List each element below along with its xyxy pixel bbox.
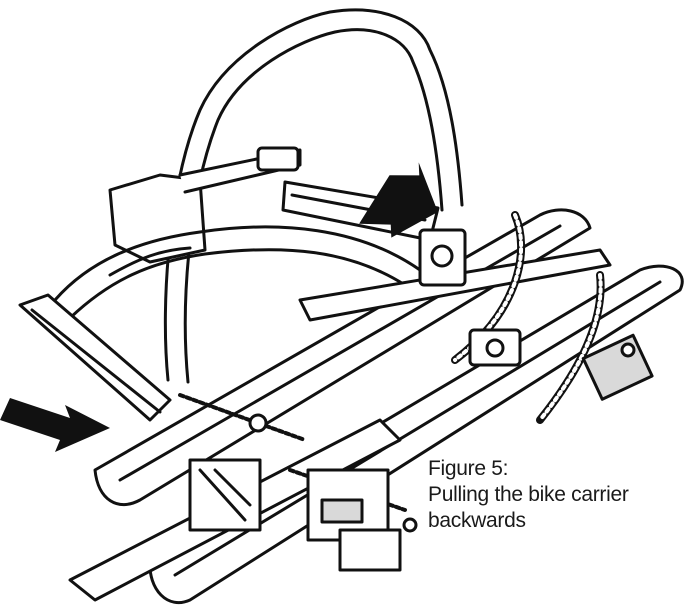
caption-line-2: Pulling the bike carrier — [428, 483, 629, 506]
direction-arrow-left-icon — [0, 398, 110, 452]
lock-block-right — [581, 333, 654, 401]
lower-assembly — [188, 458, 262, 532]
left-beam — [18, 293, 172, 422]
upper-rails — [108, 146, 440, 264]
wheel-strap-left — [178, 393, 307, 442]
direction-arrow-right-icon — [359, 162, 438, 238]
caption-line-3: backwards — [428, 509, 526, 532]
figure-caption: Figure 5: Pulling the bike carrier backw… — [428, 456, 678, 534]
hinge-mechanism — [418, 228, 522, 367]
base-loops — [53, 225, 422, 320]
lock-block-bottom — [306, 468, 418, 572]
caption-line-1: Figure 5: — [428, 457, 509, 480]
